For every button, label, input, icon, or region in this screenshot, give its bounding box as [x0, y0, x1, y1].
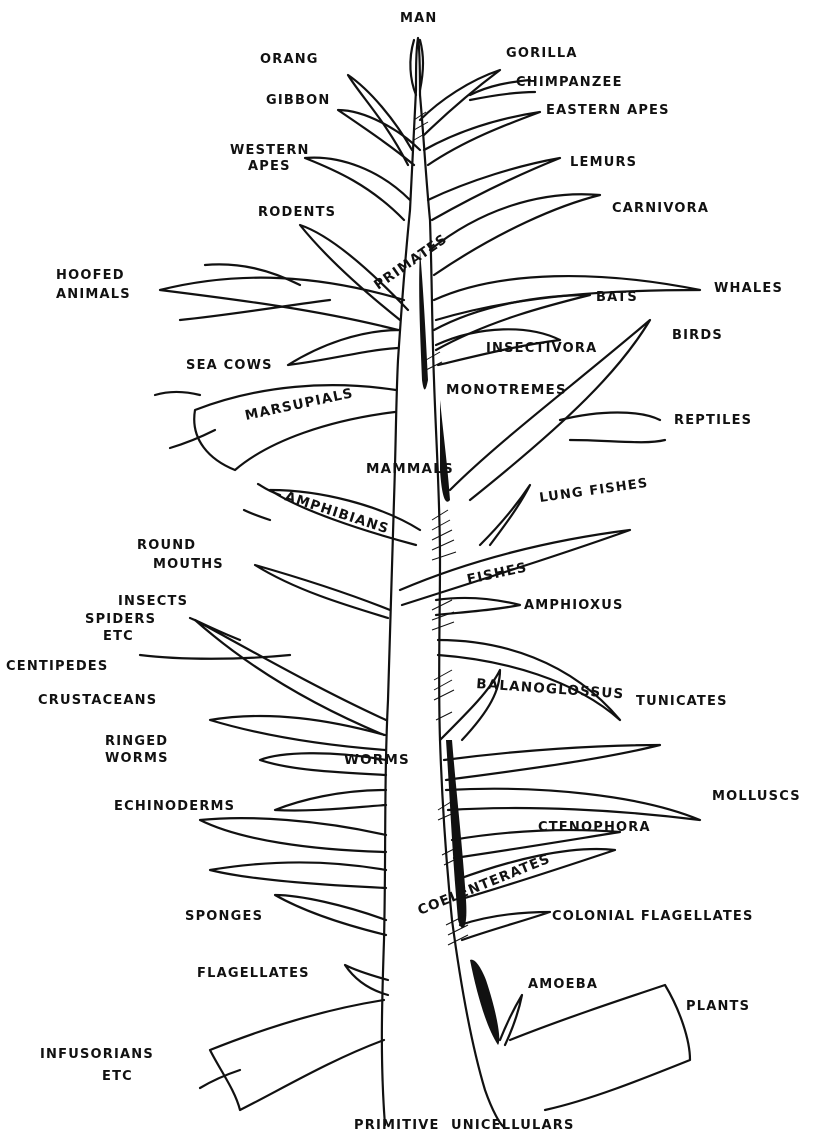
- label-whales: WHALES: [714, 281, 783, 296]
- label-lemurs: LEMURS: [570, 155, 637, 170]
- label-infusorians-line1: INFUSORIANS: [40, 1047, 154, 1062]
- label-hoofed-animals-line2: ANIMALS: [56, 287, 131, 302]
- label-infusorians-line2: ETC: [102, 1069, 133, 1084]
- label-spiders-line2: ETC: [103, 629, 134, 644]
- label-tunicates: TUNICATES: [636, 694, 728, 709]
- label-plants: PLANTS: [686, 999, 750, 1014]
- label-bats: BATS: [596, 290, 638, 305]
- label-coelenterates: COELENTERATES: [416, 851, 553, 919]
- label-chimpanzee: CHIMPANZEE: [516, 75, 623, 90]
- label-lung-fishes: LUNG FISHES: [538, 476, 649, 506]
- label-spiders-line1: SPIDERS: [85, 612, 156, 627]
- label-fishes: FISHES: [466, 559, 529, 587]
- label-orang: ORANG: [260, 52, 319, 67]
- label-round-mouths-line2: MOUTHS: [153, 557, 224, 572]
- label-insects: INSECTS: [118, 594, 188, 609]
- label-eastern-apes: EASTERN APES: [546, 103, 670, 118]
- label-amoeba: AMOEBA: [528, 977, 598, 992]
- label-ringed-worms-line1: RINGED: [105, 734, 168, 749]
- label-centipedes: CENTIPEDES: [6, 659, 108, 674]
- label-western-apes-line1: WESTERN: [230, 143, 310, 158]
- label-sea-cows: SEA COWS: [186, 358, 273, 373]
- label-gorilla: GORILLA: [506, 46, 578, 61]
- label-hoofed-animals-line1: HOOFED: [56, 268, 125, 283]
- label-crustaceans: CRUSTACEANS: [38, 693, 157, 708]
- label-molluscs: MOLLUSCS: [712, 789, 801, 804]
- label-mammals: MAMMALS: [366, 461, 454, 477]
- label-insectivora: INSECTIVORA: [486, 341, 597, 356]
- label-reptiles: REPTILES: [674, 413, 752, 428]
- label-monotremes: MONOTREMES: [446, 382, 567, 398]
- label-round-mouths-line1: ROUND: [137, 538, 196, 553]
- label-man: MAN: [400, 11, 437, 26]
- label-primitive-unicellulars: PRIMITIVE UNICELLULARS: [354, 1118, 575, 1133]
- label-worms: WORMS: [344, 752, 410, 768]
- label-primates: PRIMATES: [371, 231, 451, 293]
- taxon-labels: MAN ORANG GORILLA CHIMPANZEE GIBBON EAST…: [6, 11, 801, 1133]
- label-ctenophora: CTENOPHORA: [538, 820, 651, 835]
- label-flagellates: FLAGELLATES: [197, 966, 310, 981]
- label-birds: BIRDS: [672, 328, 723, 343]
- label-colonial-flagellates: COLONIAL FLAGELLATES: [552, 909, 754, 924]
- label-sponges: SPONGES: [185, 909, 263, 924]
- label-gibbon: GIBBON: [266, 93, 330, 108]
- label-echinoderms: ECHINODERMS: [114, 799, 235, 814]
- label-amphibians: AMPHIBIANS: [283, 489, 392, 538]
- label-amphioxus: AMPHIOXUS: [524, 598, 624, 613]
- label-ringed-worms-line2: WORMS: [105, 751, 169, 766]
- label-western-apes-line2: APES: [248, 159, 291, 174]
- label-carnivora: CARNIVORA: [612, 201, 709, 216]
- label-rodents: RODENTS: [258, 205, 336, 220]
